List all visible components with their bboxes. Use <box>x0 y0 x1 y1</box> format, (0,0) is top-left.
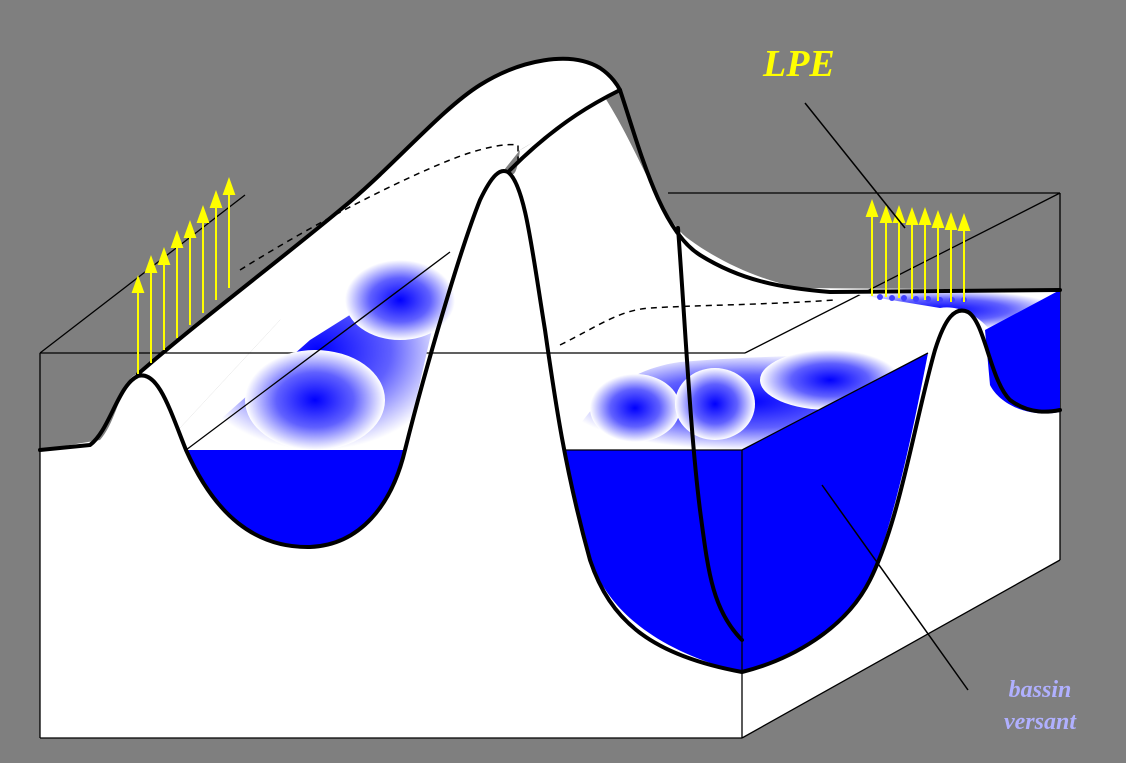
terrain-profiles <box>38 56 1062 674</box>
hidden-contours <box>239 143 836 346</box>
back-basin <box>830 290 1060 414</box>
bassin-versant-label: bassin versant <box>960 674 1120 738</box>
leader-lines <box>804 102 969 691</box>
ridge-surface <box>138 58 620 428</box>
right-basin-water-side <box>742 353 928 672</box>
box-front-edges <box>39 251 1061 739</box>
dam-arrows-right <box>865 199 971 302</box>
lpe-leader-line <box>804 102 906 229</box>
bassin-leader-line <box>821 484 969 691</box>
back-basin-water <box>985 290 1060 414</box>
bassin-label-line2: versant <box>1004 709 1076 735</box>
lpe-label: LPE <box>763 43 835 85</box>
dam-arrows-left <box>131 177 236 374</box>
bassin-label-line1: bassin <box>1008 677 1072 703</box>
